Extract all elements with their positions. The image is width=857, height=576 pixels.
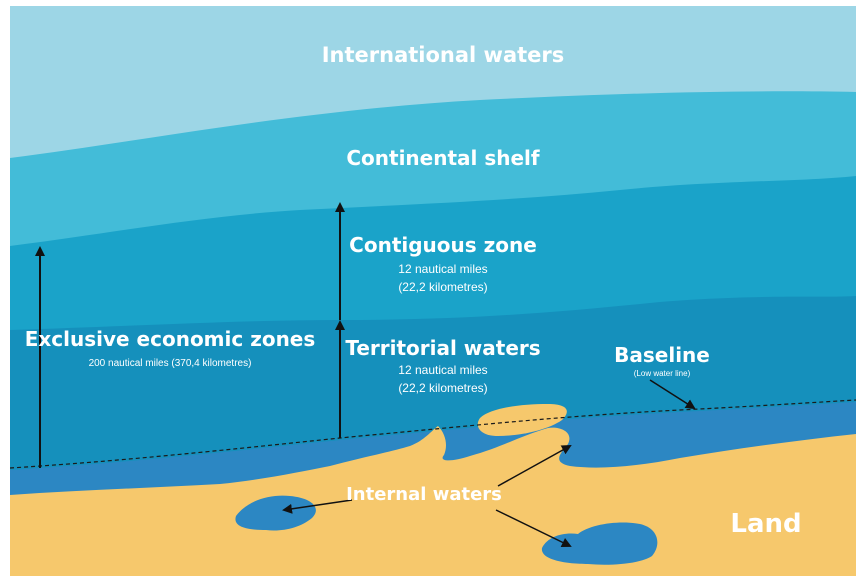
contiguous-zone-kilometres: (22,2 kilometres) [398,280,487,294]
baseline-title: Baseline [614,343,710,367]
internal-waters-label: Internal waters [346,484,502,505]
territorial-waters-kilometres: (22,2 kilometres) [398,381,487,395]
contiguous-zone-title: Contiguous zone [349,233,537,257]
internal-waters-arrow-lake [495,509,572,547]
territorial-waters-title: Territorial waters [345,336,540,360]
continental-shelf-label: Continental shelf [346,146,540,170]
exclusive-economic-zones-distance: 200 nautical miles (370,4 kilometres) [89,358,252,369]
lagoon [235,495,316,531]
international-waters-label: International waters [322,43,565,67]
inland-lake [541,522,658,565]
exclusive-economic-zones-title: Exclusive economic zones [25,327,316,351]
island [477,404,567,436]
land-label: Land [730,509,801,539]
territorial-waters-distance: 12 nautical miles [398,363,487,377]
internal-waters-arrow-lagoon [282,499,353,514]
baseline-subtitle: (Low water line) [634,369,691,378]
contiguous-zone-distance: 12 nautical miles [398,262,487,276]
baseline-pointer-arrow [649,379,696,410]
internal-waters-arrow-bay [497,445,572,487]
baseline-dashed-line [9,399,857,469]
